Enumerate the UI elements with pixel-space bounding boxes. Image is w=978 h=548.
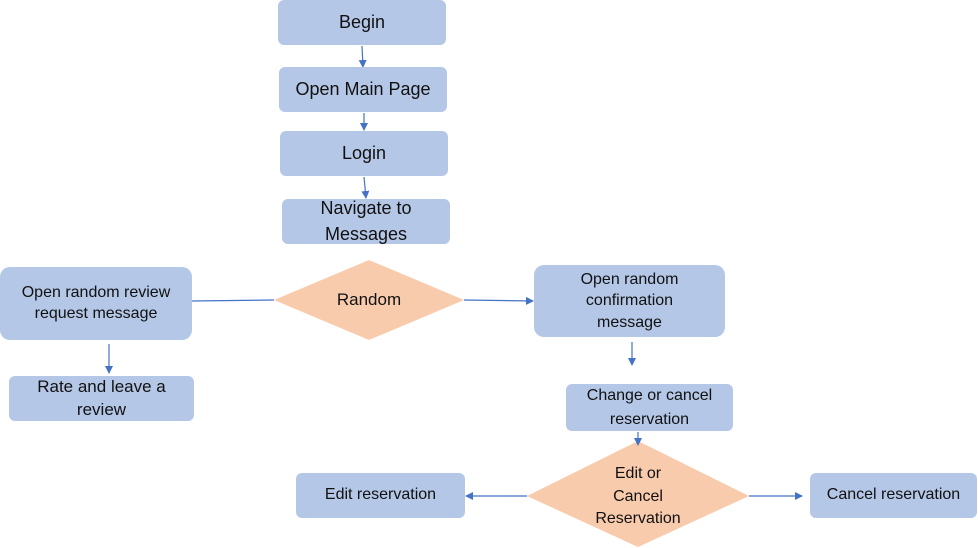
decision-random-label: Random	[336, 289, 402, 309]
node-rate-review: Rate and leave a review	[9, 376, 194, 421]
node-open-confirmation-label: Open random confirmation message	[580, 270, 679, 331]
node-rate-review-label: Rate and leave a review	[37, 377, 166, 419]
node-navigate-messages: Navigate to Messages	[282, 198, 450, 244]
node-change-cancel: Change or cancel reservation	[566, 384, 733, 431]
arrow-login-to-navigate	[361, 176, 370, 199]
decision-random: Random	[300, 285, 438, 315]
node-begin: Begin	[278, 0, 446, 45]
arrow-begin-to-main	[358, 45, 367, 68]
node-open-main-page: Open Main Page	[279, 67, 447, 112]
node-open-confirmation: Open random confirmation message	[534, 265, 725, 337]
decision-random-shape	[274, 260, 464, 340]
node-cancel-reservation: Cancel reservation	[810, 473, 977, 518]
node-open-review-request-label: Open random review request message	[21, 283, 171, 322]
node-cancel-reservation-label: Cancel reservation	[826, 486, 961, 504]
node-edit-reservation-label: Edit reservation	[324, 486, 437, 504]
line-random-to-review	[191, 299, 275, 302]
node-begin-label: Begin	[338, 11, 386, 32]
node-open-review-request: Open random review request message	[0, 267, 192, 340]
node-open-main-page-label: Open Main Page	[295, 78, 431, 99]
node-login: Login	[280, 131, 448, 176]
decision-edit-cancel-shape	[527, 441, 749, 547]
decision-edit-cancel-label: Edit or Cancel Reservation	[595, 465, 681, 528]
node-navigate-messages-label: Navigate to Messages	[320, 198, 412, 244]
arrow-random-to-confirmation	[463, 296, 534, 305]
node-edit-reservation: Edit reservation	[296, 473, 465, 518]
decision-edit-cancel: Edit or Cancel Reservation	[568, 459, 708, 535]
node-login-label: Login	[341, 142, 387, 163]
node-change-cancel-label: Change or cancel reservation	[586, 387, 713, 428]
